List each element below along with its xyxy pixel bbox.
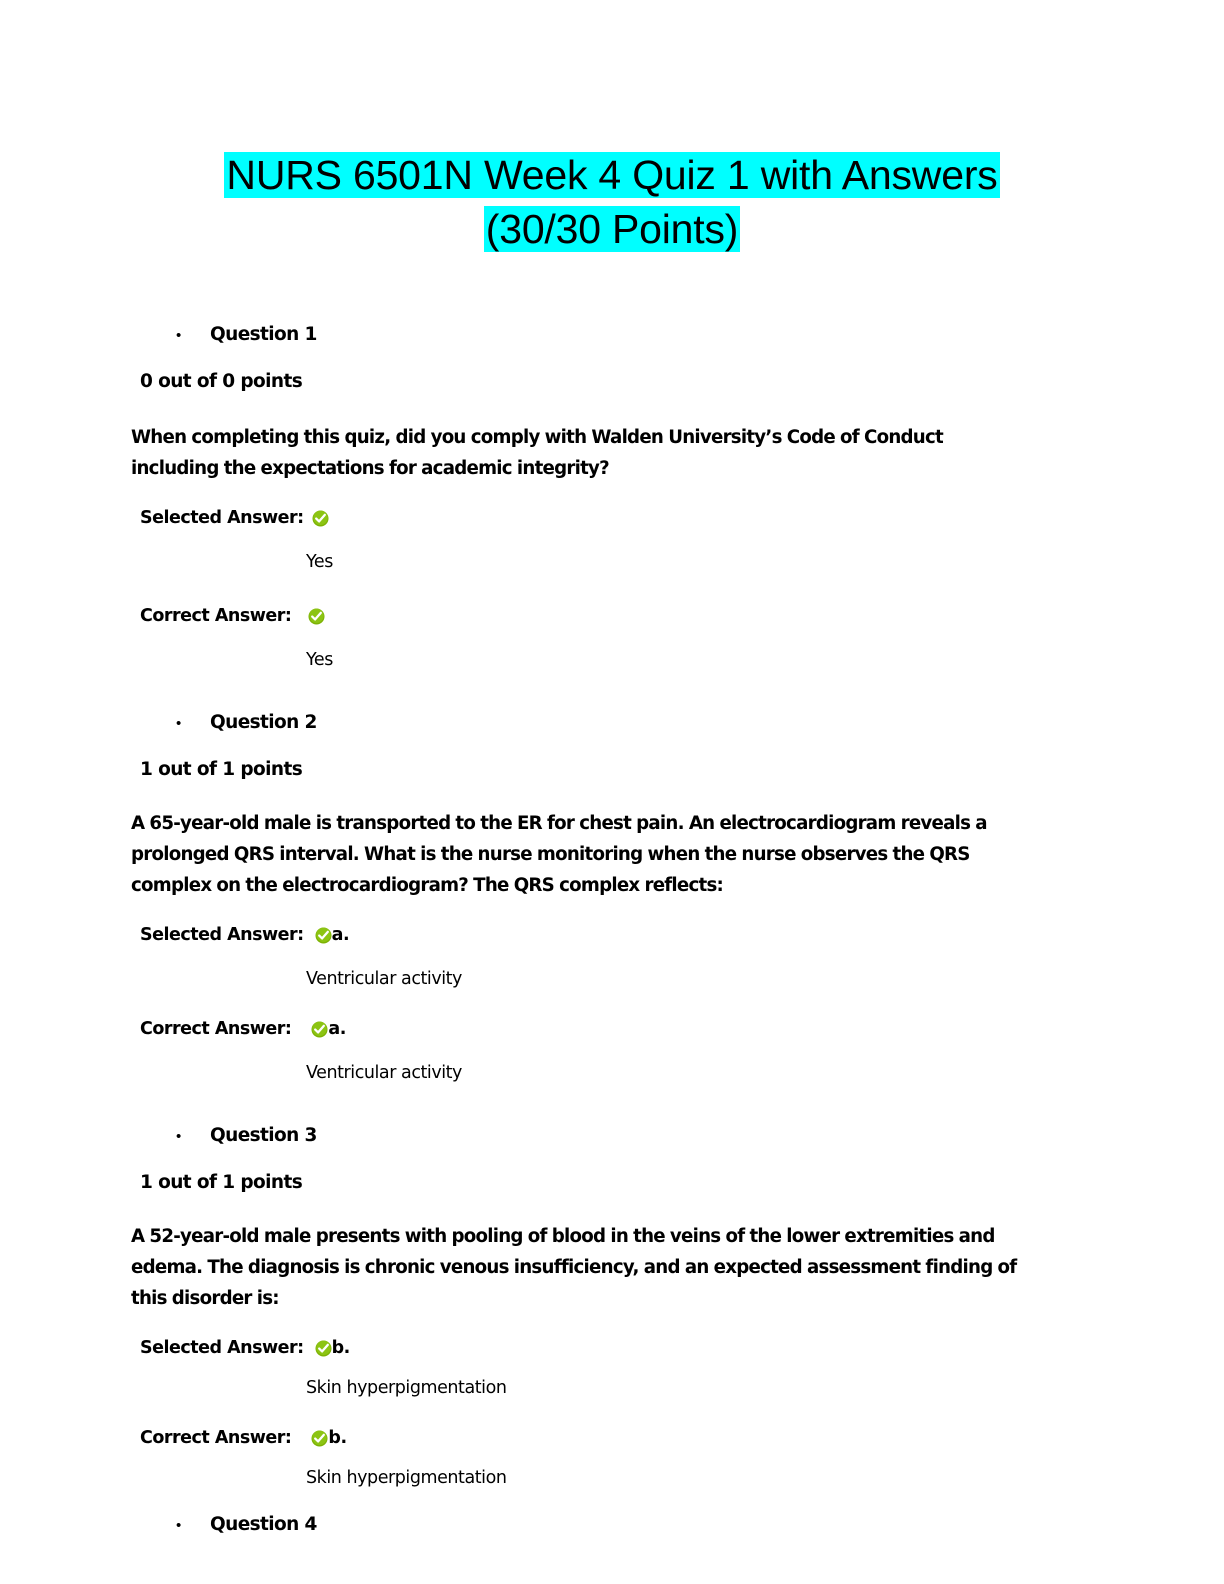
correct-answer-row-2: Correct Answer: a. [0, 1019, 1224, 1039]
selected-answer-letter: b. [331, 1338, 351, 1358]
selected-answer-label: Selected Answer: [140, 925, 304, 945]
green-check-icon [311, 1021, 328, 1038]
question-heading-3: • Question 3 [0, 1125, 1224, 1146]
page-title: NURS 6501N Week 4 Quiz 1 with Answers (3… [0, 0, 1224, 256]
correct-answer-value-1: Yes [306, 650, 333, 670]
selected-answer-letter: a. [331, 925, 350, 945]
selected-answer-value-3: Skin hyperpigmentation [306, 1378, 507, 1398]
green-check-icon [311, 1430, 328, 1447]
question-points-1: 0 out of 0 points [140, 371, 303, 392]
bullet-icon: • [176, 715, 182, 732]
selected-answer-value-2: Ventricular activity [306, 969, 462, 989]
question-block-2: • Question 2 1 out of 1 points A 65-year… [0, 712, 1224, 1083]
question-text-1: When completing this quiz, did you compl… [131, 427, 944, 479]
selected-answer-value-1: Yes [306, 552, 333, 572]
green-check-icon [315, 1340, 332, 1357]
page-title-line-2: (30/30 Points) [483, 206, 741, 252]
question-heading-label: Question 3 [210, 1125, 317, 1146]
question-heading-1: • Question 1 [0, 324, 1224, 345]
bullet-icon: • [176, 327, 182, 344]
correct-answer-letter: b. [328, 1428, 347, 1448]
correct-answer-row-1: Correct Answer: [0, 606, 1224, 626]
correct-answer-label: Correct Answer: [140, 1428, 292, 1448]
question-heading-label: Question 1 [210, 324, 317, 345]
page-title-line-1: NURS 6501N Week 4 Quiz 1 with Answers [224, 152, 1000, 198]
selected-answer-row-2: Selected Answer: a. [0, 925, 1224, 945]
selected-answer-label: Selected Answer: [140, 508, 304, 528]
correct-answer-value-2: Ventricular activity [306, 1063, 462, 1083]
question-points-2: 1 out of 1 points [140, 759, 303, 780]
question-heading-label: Question 2 [210, 712, 317, 733]
bullet-icon: • [176, 1517, 182, 1534]
question-points-3: 1 out of 1 points [140, 1172, 303, 1193]
question-heading-label: Question 4 [210, 1514, 317, 1535]
correct-answer-letter: a. [328, 1019, 346, 1039]
question-block-3: • Question 3 1 out of 1 points A 52-year… [0, 1125, 1224, 1488]
selected-answer-label: Selected Answer: [140, 1338, 304, 1358]
bullet-icon: • [176, 1128, 182, 1145]
question-heading-4: • Question 4 [0, 1514, 1224, 1535]
question-heading-2: • Question 2 [0, 712, 1224, 733]
question-block-1: • Question 1 0 out of 0 points When comp… [0, 324, 1224, 670]
correct-answer-label: Correct Answer: [140, 1019, 292, 1039]
green-check-icon [312, 510, 329, 527]
correct-answer-value-3: Skin hyperpigmentation [306, 1468, 507, 1488]
selected-answer-row-1: Selected Answer: [0, 508, 1224, 528]
question-text-2: A 65-year-old male is transported to the… [131, 813, 988, 896]
green-check-icon [308, 608, 325, 625]
green-check-icon [315, 927, 332, 944]
correct-answer-row-3: Correct Answer: b. [0, 1428, 1224, 1448]
question-text-3: A 52-year-old male presents with pooling… [131, 1226, 1017, 1309]
selected-answer-row-3: Selected Answer: b. [0, 1338, 1224, 1358]
correct-answer-label: Correct Answer: [140, 606, 292, 626]
